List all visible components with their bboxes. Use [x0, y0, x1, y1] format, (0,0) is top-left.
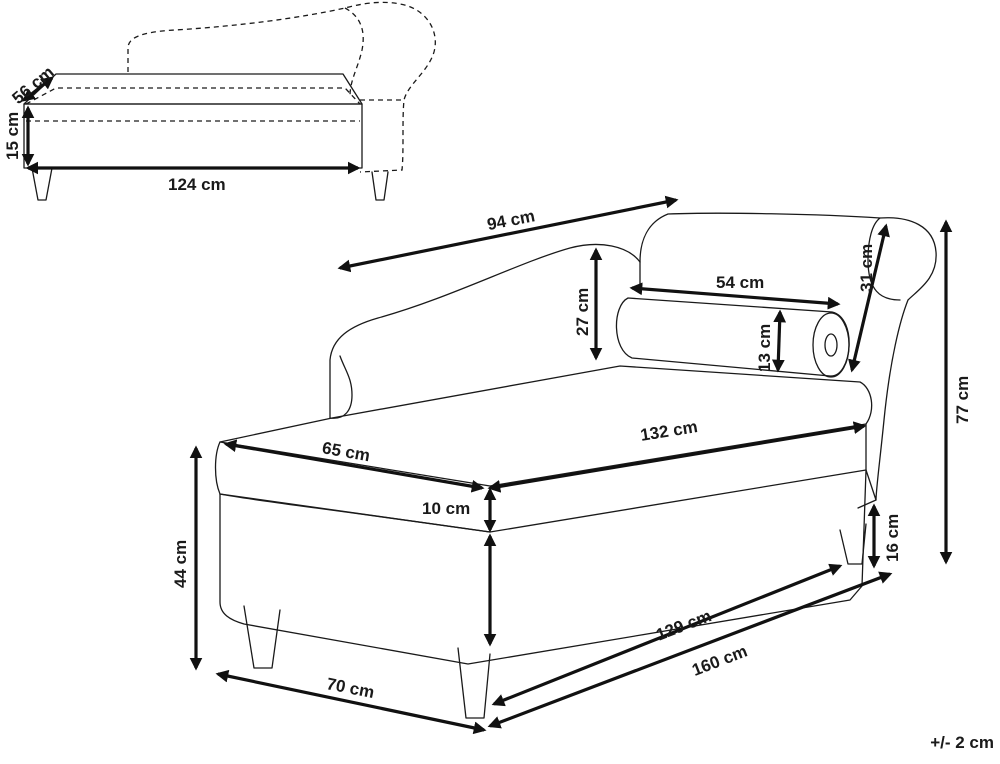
storage-box-body: [23, 103, 363, 169]
total-length-line: [487, 571, 893, 729]
back-height-label: 27 cm: [573, 288, 592, 336]
seat-depth-line: [337, 195, 679, 273]
total-width-line: [215, 669, 487, 735]
chaise-backrest: [329, 243, 641, 419]
leg-front-left: [243, 605, 281, 669]
arm-height-line: [848, 223, 890, 373]
storage-depth-label: 56 cm: [9, 62, 58, 108]
base-length-label: 129 cm: [653, 606, 714, 644]
leg-height-label: 16 cm: [883, 514, 902, 562]
leg-front-right: [457, 647, 491, 719]
cushion-thickness-label: 10 cm: [422, 499, 470, 518]
storage-leg-right: [371, 171, 389, 201]
seat-length-label: 132 cm: [639, 417, 699, 445]
seat-height-label: 44 cm: [171, 540, 190, 588]
bolster-diameter-line: [771, 309, 787, 373]
storage-leg-left: [31, 167, 53, 201]
seat-cushion-top: [219, 365, 873, 487]
storage-chaise-outline: [127, 1, 436, 173]
front-width-line: [223, 439, 485, 493]
arm-height-label: 31 cm: [857, 244, 876, 292]
storage-box-top: [23, 73, 363, 105]
storage-length-label: 124 cm: [168, 175, 226, 194]
leg-back-right: [839, 523, 867, 565]
chaise-armrest: [639, 212, 937, 509]
storage-view: 56 cm 15 cm 124 cm: [3, 1, 436, 201]
storage-depth-line: [21, 76, 55, 102]
bolster-length-line: [629, 282, 841, 310]
total-height-label: 77 cm: [953, 376, 972, 424]
chaise-base: [219, 469, 867, 665]
seat-length-line: [487, 421, 867, 493]
bolster-pillow: [615, 297, 850, 377]
chaise-main-view: 94 cm 27 cm 54 cm 13 cm 31 cm 77 cm 65 c…: [171, 195, 972, 735]
bolster-length-label: 54 cm: [716, 273, 764, 292]
tolerance-note: +/- 2 cm: [930, 733, 994, 752]
bolster-diameter-label: 13 cm: [755, 324, 774, 372]
storage-height-label: 15 cm: [3, 112, 22, 160]
